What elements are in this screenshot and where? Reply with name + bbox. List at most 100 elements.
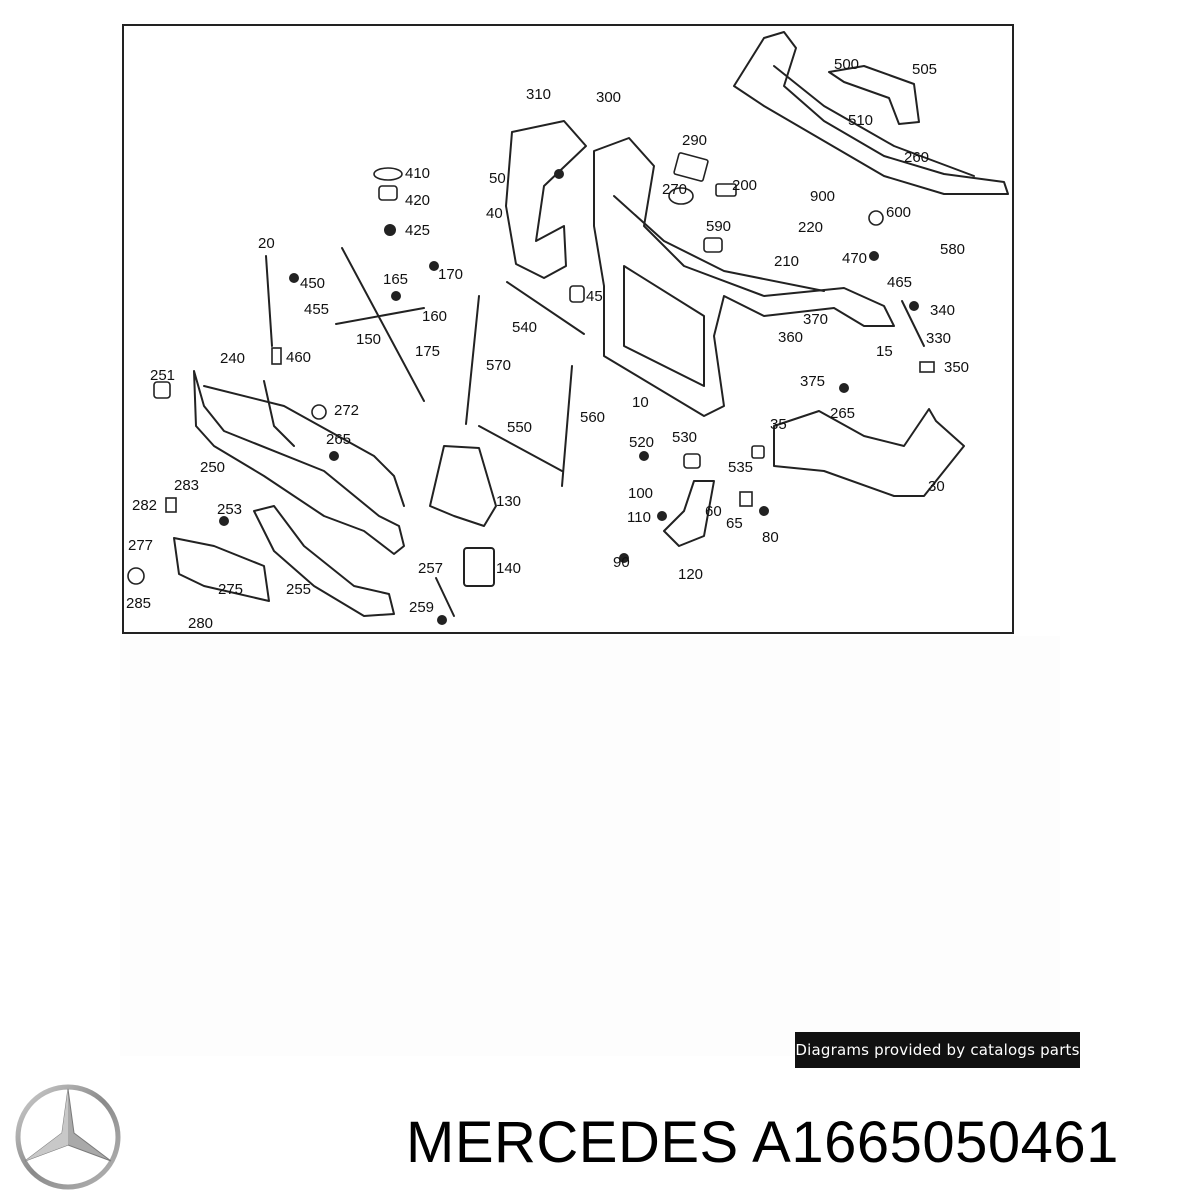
part-label: 420: [405, 192, 430, 209]
lower-support-shape: [253, 505, 395, 617]
part-label: 265: [830, 405, 855, 422]
part-label: 500: [834, 56, 859, 73]
part-label: 20: [258, 235, 275, 252]
part-label: 100: [628, 485, 653, 502]
seal-strip-570-shape: [465, 295, 480, 425]
part-label: 450: [300, 275, 325, 292]
seal-strip-560-shape: [561, 365, 573, 487]
deflector-130-shape: [429, 445, 497, 527]
part-label: 560: [580, 409, 605, 426]
mercedes-star-icon: [14, 1083, 122, 1191]
part-label: 120: [678, 566, 703, 583]
bracket-275-shape: [173, 537, 270, 602]
part-label: 290: [682, 132, 707, 149]
bracket-140-shape: [463, 547, 495, 587]
bumper-beam-shape: [193, 370, 405, 555]
part-label: 360: [778, 329, 803, 346]
part-label: 250: [200, 459, 225, 476]
part-labels: 310 300 500 505 510 260 290 410 420 425 …: [126, 56, 969, 632]
part-label: 240: [220, 350, 245, 367]
bracket-60-shape: [663, 480, 715, 547]
credit-text: Diagrams provided by catalogs parts: [795, 1041, 1080, 1059]
part-label: 460: [286, 349, 311, 366]
part-label: 10: [632, 394, 649, 411]
part-label: 80: [762, 529, 779, 546]
part-label: 330: [926, 330, 951, 347]
part-label: 160: [422, 308, 447, 325]
part-label: 220: [798, 219, 823, 236]
part-label: 210: [774, 253, 799, 270]
front-carrier-frame-shape: [593, 137, 895, 417]
part-label: 175: [415, 343, 440, 360]
part-label: 170: [438, 266, 463, 283]
rod-330-shape: [901, 300, 925, 347]
part-label: 510: [848, 112, 873, 129]
part-label: 282: [132, 497, 157, 514]
part-label: 65: [726, 515, 743, 532]
part-label: 272: [334, 402, 359, 419]
part-label: 200: [732, 177, 757, 194]
cable-257-shape: [435, 577, 455, 617]
part-label: 455: [304, 301, 329, 318]
strut-150-shape: [341, 247, 425, 402]
part-label: 251: [150, 367, 175, 384]
part-label: 340: [930, 302, 955, 319]
part-label: 277: [128, 537, 153, 554]
part-label: 600: [886, 204, 911, 221]
part-label: 90: [613, 554, 630, 571]
credit-badge: Diagrams provided by catalogs parts: [795, 1032, 1080, 1068]
part-label: 540: [512, 319, 537, 336]
part-label: 550: [507, 419, 532, 436]
part-label: 410: [405, 165, 430, 182]
part-label: 35: [770, 416, 787, 433]
part-label: 15: [876, 343, 893, 360]
part-label: 465: [887, 274, 912, 291]
side-support-30-shape: [773, 408, 965, 497]
part-label: 300: [596, 89, 621, 106]
air-duct-shape: [828, 65, 920, 125]
part-label: 590: [706, 218, 731, 235]
part-label: 580: [940, 241, 965, 258]
part-label: 110: [627, 509, 651, 526]
part-label: 470: [842, 250, 867, 267]
part-label: 425: [405, 222, 430, 239]
part-number-title: MERCEDES A1665050461: [406, 1110, 1119, 1175]
part-label: 253: [217, 501, 242, 518]
part-label: 257: [418, 560, 443, 577]
part-label: 570: [486, 357, 511, 374]
part-label: 350: [944, 359, 969, 376]
part-label: 150: [356, 331, 381, 348]
part-label: 265: [326, 431, 351, 448]
part-label: 310: [526, 86, 551, 103]
rod-20-shape: [265, 255, 273, 347]
seal-strip-550-shape: [478, 425, 563, 472]
part-label: 535: [728, 459, 753, 476]
part-label: 255: [286, 581, 311, 598]
part-label: 40: [486, 205, 503, 222]
part-label: 275: [218, 581, 243, 598]
part-label: 60: [705, 503, 722, 520]
part-label: 520: [629, 434, 654, 451]
part-label: 30: [928, 478, 945, 495]
part-label: 280: [188, 615, 213, 632]
part-label: 165: [383, 271, 408, 288]
part-label: 530: [672, 429, 697, 446]
part-label: 283: [174, 477, 199, 494]
part-label: 50: [489, 170, 506, 187]
part-label: 45: [586, 288, 603, 305]
part-label: 270: [662, 181, 687, 198]
part-label: 370: [803, 311, 828, 328]
seal-strip-540-shape: [506, 281, 585, 335]
part-label: 140: [496, 560, 521, 577]
parts-diagram: 310 300 500 505 510 260 290 410 420 425 …: [122, 24, 1014, 634]
image-background: [120, 636, 1060, 1056]
part-label: 259: [409, 599, 434, 616]
part-label: 505: [912, 61, 937, 78]
parts-diagram-canvas: 310 300 500 505 510 260 290 410 420 425 …: [126, 31, 1009, 632]
side-bracket-shape: [505, 120, 587, 279]
part-label: 260: [904, 149, 929, 166]
part-label: 900: [810, 188, 835, 205]
part-label: 375: [800, 373, 825, 390]
upper-cross-member-shape: [733, 31, 1009, 195]
part-label: 285: [126, 595, 151, 612]
